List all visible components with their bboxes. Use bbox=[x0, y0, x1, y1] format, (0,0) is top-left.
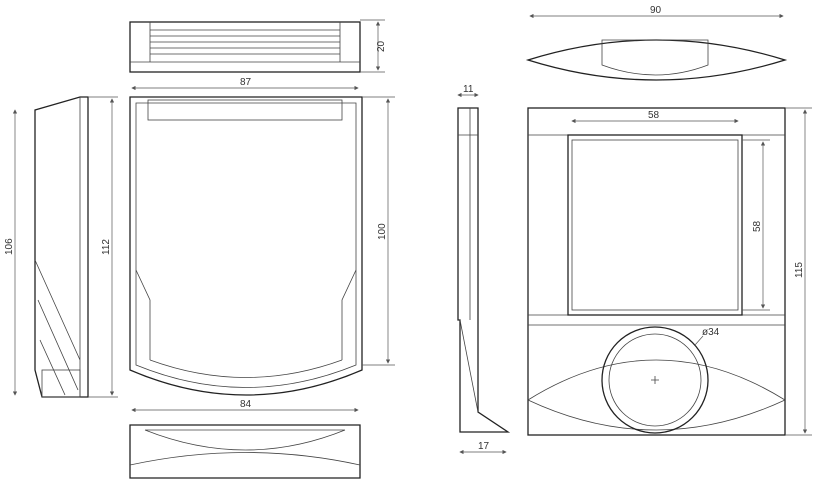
dim-label: 115 bbox=[794, 262, 805, 278]
dim-label: 84 bbox=[240, 399, 252, 410]
dim-label: 100 bbox=[377, 223, 388, 240]
dim-label: 112 bbox=[101, 239, 112, 255]
dim-label: 58 bbox=[648, 110, 660, 121]
dim-knob-diameter: ø34 bbox=[694, 327, 720, 346]
dim-right-top-width: 90 bbox=[529, 5, 784, 19]
dim-screen-height: 58 bbox=[742, 139, 770, 311]
dim-label: 20 bbox=[376, 40, 387, 52]
dim-side-106: 106 bbox=[4, 109, 18, 396]
side-profile-view bbox=[34, 96, 89, 398]
dim-side-112: 112 bbox=[88, 96, 118, 398]
dim-label: 58 bbox=[752, 220, 763, 232]
dim-right-height: 115 bbox=[785, 107, 812, 436]
dim-screen-width: 58 bbox=[571, 110, 739, 124]
dim-label: 90 bbox=[650, 5, 662, 16]
dim-label: ø34 bbox=[702, 327, 720, 338]
left-top-view bbox=[129, 21, 361, 73]
dim-top-width: 87 bbox=[131, 77, 359, 91]
dim-label: 87 bbox=[240, 77, 252, 88]
right-top-view bbox=[525, 39, 788, 81]
dim-label: 17 bbox=[478, 441, 490, 452]
dim-thin-11: 11 bbox=[457, 84, 479, 98]
right-front-view bbox=[527, 107, 786, 436]
dim-front-height: 100 bbox=[362, 96, 395, 366]
dim-label: 106 bbox=[4, 238, 15, 255]
thin-side-view bbox=[457, 107, 511, 433]
dim-thin-17: 17 bbox=[459, 441, 507, 455]
bottom-view bbox=[129, 424, 361, 479]
dim-top-height: 20 bbox=[360, 19, 387, 73]
left-front-view bbox=[129, 96, 363, 396]
dim-label: 11 bbox=[463, 84, 474, 95]
dim-bottom-width: 84 bbox=[131, 399, 359, 413]
